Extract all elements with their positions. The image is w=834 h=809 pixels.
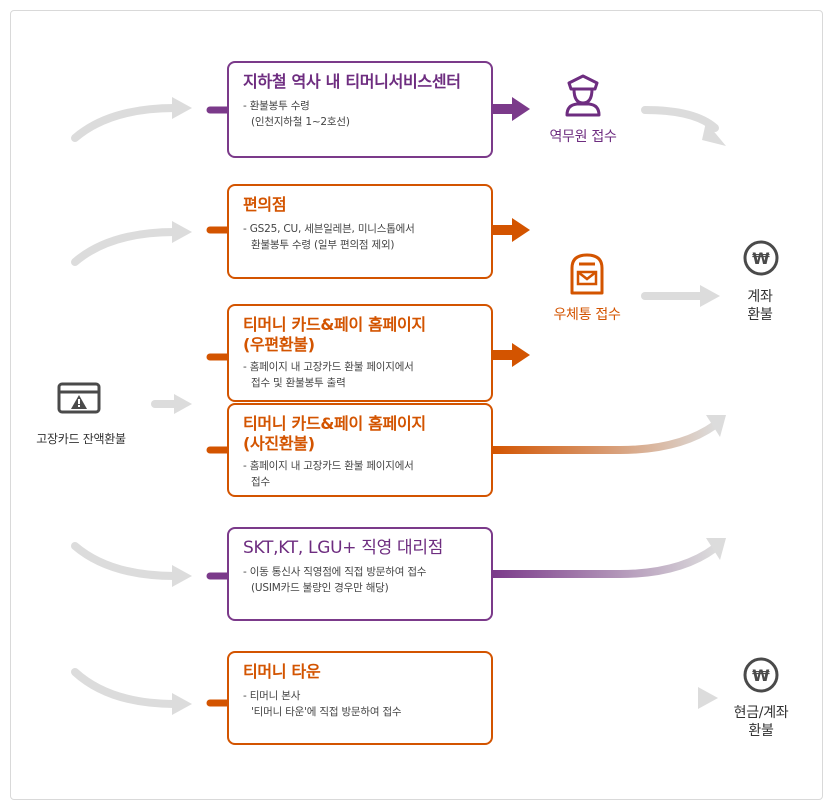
station-staff-label: 역무원 접수	[549, 129, 617, 145]
incoming-arrow-3	[71, 542, 179, 580]
incoming-arrow-1	[71, 104, 179, 142]
incoming-gray-heads	[172, 97, 192, 715]
mailbox-label: 우체통 접수	[553, 307, 621, 323]
intermediate-to-outcome-arrows	[641, 106, 719, 300]
warning-card-icon	[57, 382, 101, 414]
card-homepage-mail-refund: 티머니 카드&페이 홈페이지 (우편환불) - 홈페이지 내 고장카드 환불 페…	[227, 304, 493, 402]
svg-text:₩: ₩	[752, 666, 770, 685]
card-title: 편의점	[243, 195, 287, 214]
won-coin-icon: ₩	[742, 656, 780, 694]
mailbox-icon	[569, 252, 605, 296]
won-coin-icon: ₩	[742, 239, 780, 277]
incoming-arrow-2	[71, 228, 179, 266]
card-description: - GS25, CU, 세븐일레븐, 미니스톱에서 환불봉투 수령 (일부 편의…	[243, 223, 415, 251]
incoming-arrow-4	[71, 668, 179, 708]
svg-text:₩: ₩	[752, 249, 770, 268]
source-label: 고장카드 잔액환불	[36, 432, 126, 446]
card-title: 지하철 역사 내 티머니서비스센터	[243, 72, 461, 91]
card-title: 티머니 카드&페이 홈페이지 (사진환불)	[243, 414, 426, 453]
card-convenience-store: 편의점 - GS25, CU, 세븐일레븐, 미니스톱에서 환불봉투 수령 (일…	[227, 184, 493, 279]
card-title: 티머니 카드&페이 홈페이지 (우편환불)	[243, 315, 426, 354]
card-homepage-photo-refund: 티머니 카드&페이 홈페이지 (사진환불) - 홈페이지 내 고장카드 환불 페…	[227, 403, 493, 497]
card-description: - 홈페이지 내 고장카드 환불 페이지에서 접수 및 환불봉투 출력	[243, 361, 414, 389]
card-description: - 홈페이지 내 고장카드 환불 페이지에서 접수	[243, 460, 414, 488]
card-entry-stubs	[206, 106, 232, 707]
incoming-gray-arrows	[71, 104, 182, 708]
card-description: - 환불봉투 수령 (인천지하철 1~2호선)	[243, 100, 350, 128]
card-title: 티머니 타운	[243, 662, 321, 681]
card-description: - 티머니 본사 '티머니 타운'에 직접 방문하여 접수	[243, 690, 402, 718]
card-title: SKT,KT, LGU+ 직영 대리점	[243, 538, 444, 558]
cash-account-refund-label: 현금/계좌 환불	[733, 705, 789, 739]
card-description: - 이동 통신사 직영점에 직접 방문하여 접수 (USIM카드 불량인 경우만…	[243, 566, 427, 594]
card-tmoney-town: 티머니 타운 - 티머니 본사 '티머니 타운'에 직접 방문하여 접수	[227, 651, 493, 745]
account-refund-label: 계좌 환불	[747, 289, 773, 323]
station-staff-icon	[563, 73, 603, 117]
card-telecom-store: SKT,KT, LGU+ 직영 대리점 - 이동 통신사 직영점에 직접 방문하…	[227, 527, 493, 621]
card-subway-service-center: 지하철 역사 내 티머니서비스센터 - 환불봉투 수령 (인천지하철 1~2호선…	[227, 61, 493, 158]
card-exit-arrows	[488, 97, 726, 709]
